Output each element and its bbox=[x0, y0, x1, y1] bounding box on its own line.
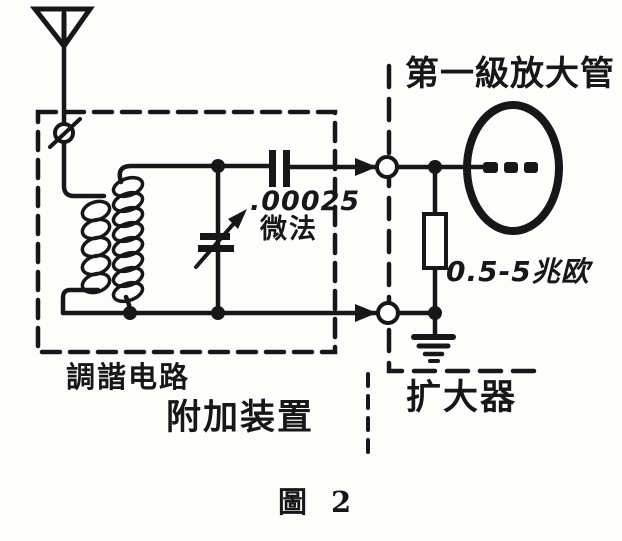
amplifier-dashed-border bbox=[386, 63, 543, 374]
tuning-coil-icon bbox=[111, 175, 145, 304]
tuning-circuit-label: 調諧电路 bbox=[66, 360, 191, 394]
capacitor-value-label: .00025 bbox=[250, 186, 361, 217]
antenna-coil-return-wire bbox=[60, 287, 101, 316]
grid-resistor-icon bbox=[422, 212, 448, 270]
input-terminal-bottom-icon bbox=[376, 301, 400, 325]
triode-tube-icon bbox=[463, 101, 563, 235]
capacitor-unit-label: 微法 bbox=[260, 214, 318, 245]
junction-dots bbox=[123, 159, 442, 320]
ground-icon bbox=[411, 310, 456, 363]
signal-arrow-bottom-icon bbox=[355, 304, 377, 322]
coupling-capacitor-icon bbox=[269, 150, 290, 187]
input-terminal-top-icon bbox=[375, 155, 399, 179]
amplifier-label: 扩大器 bbox=[406, 378, 518, 418]
signal-arrow-top-icon bbox=[355, 158, 377, 176]
figure-caption-prefix: 圖 bbox=[278, 485, 308, 519]
attachment-label: 附加装置 bbox=[166, 398, 315, 438]
variable-capacitor-icon bbox=[194, 209, 247, 269]
antenna-trimmer-icon bbox=[48, 117, 82, 149]
tuning-coil-top-wire bbox=[117, 163, 273, 185]
antenna-icon bbox=[29, 6, 95, 51]
figure-caption-number: 2 bbox=[331, 485, 352, 519]
resistor-value-label: 0.5-5兆欧 bbox=[446, 255, 590, 288]
antenna-coil-icon bbox=[80, 199, 112, 295]
tuning-box-dashed-border bbox=[35, 109, 338, 355]
antenna-lead-wire bbox=[61, 41, 107, 199]
tube-label: 第一級放大管 bbox=[405, 54, 615, 94]
